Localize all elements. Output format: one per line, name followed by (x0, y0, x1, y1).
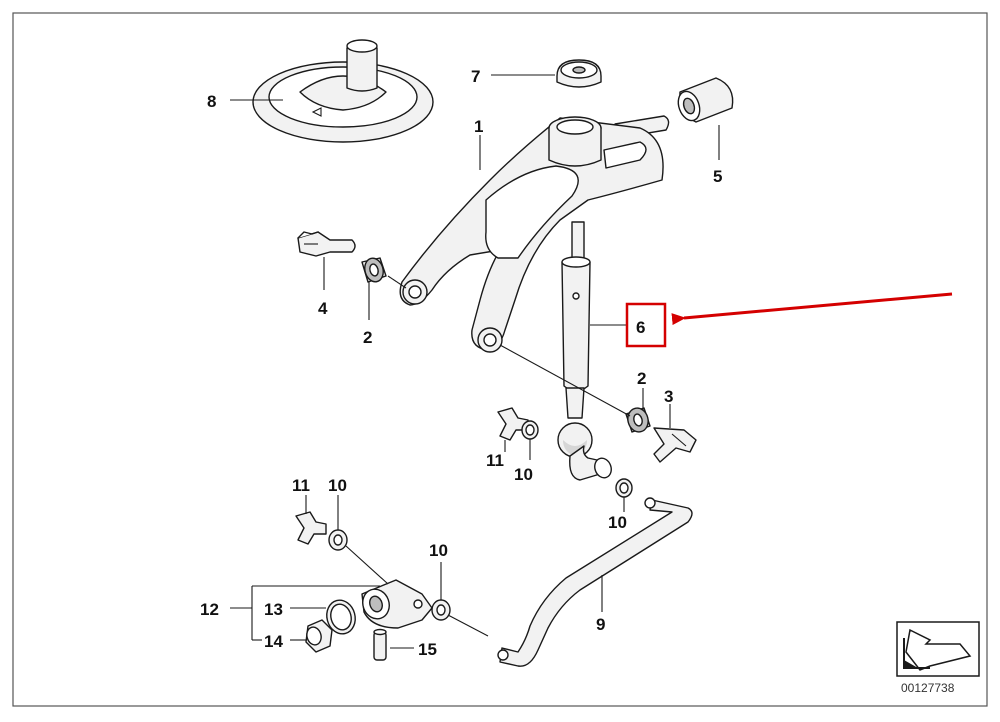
part-10-washer-right (615, 478, 633, 498)
part-11-clip-lower (295, 511, 327, 545)
drawing-number: 00127738 (901, 681, 955, 695)
callout-3: 3 (664, 387, 673, 406)
callout-11-lower: 11 (292, 476, 310, 495)
callout-14: 14 (264, 632, 283, 651)
part-3-clip (653, 427, 697, 463)
view-direction-arrow-icon (896, 621, 980, 677)
part-12-coupling (361, 579, 433, 629)
red-pointer-arrow (671, 292, 953, 326)
part-1-bracket (399, 115, 670, 353)
callout-labels: 8 7 1 5 4 2 6 2 3 11 10 10 11 10 10 9 12… (200, 67, 722, 659)
part-10-washer-lower-left (328, 529, 348, 551)
part-2-bushing-lower (625, 407, 651, 433)
callout-1: 1 (474, 117, 483, 136)
callout-10-right: 10 (608, 513, 627, 532)
callout-10-lower: 10 (429, 541, 448, 560)
part-5-bushing (677, 77, 734, 123)
part-10-washer-lower (431, 599, 451, 621)
callout-12: 12 (200, 600, 219, 619)
callout-11-mid: 11 (486, 451, 504, 470)
part-7-grommet (556, 59, 602, 88)
part-13-ring (326, 599, 356, 635)
part-10-washer-mid (521, 420, 539, 440)
callout-5: 5 (713, 167, 722, 186)
diagram-frame (12, 12, 988, 707)
callout-4: 4 (318, 299, 328, 318)
callout-13: 13 (264, 600, 283, 619)
part-9-shift-rod (497, 497, 693, 667)
part-15-pin (373, 628, 387, 661)
part-8-shift-boot (252, 39, 434, 143)
callout-15: 15 (418, 640, 437, 659)
highlight-box (625, 302, 667, 348)
part-2-bushing-upper (361, 257, 387, 283)
callout-2-upper: 2 (363, 328, 372, 347)
callout-7: 7 (471, 67, 480, 86)
callout-2-lower: 2 (637, 369, 646, 388)
callout-6: 6 (636, 318, 645, 337)
part-14-bushing (305, 619, 333, 653)
callout-10-mid: 10 (514, 465, 533, 484)
callout-8: 8 (207, 92, 216, 111)
leader-lines (230, 74, 720, 649)
callout-10-lower-left: 10 (328, 476, 347, 495)
callout-9: 9 (596, 615, 605, 634)
part-4-clip (297, 231, 356, 257)
part-6-lever (557, 221, 612, 481)
